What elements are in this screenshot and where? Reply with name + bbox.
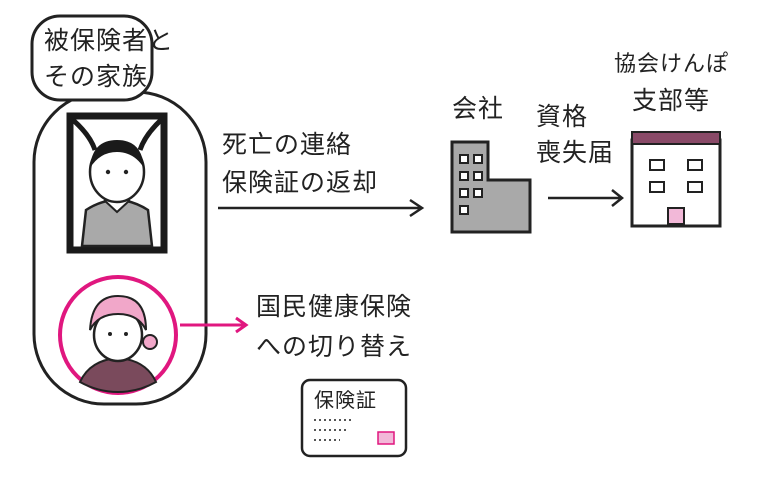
family-member-portrait <box>58 275 178 395</box>
association-label-line2: 支部等 <box>632 86 711 115</box>
company-building-icon <box>450 140 532 234</box>
subject-label-line2: その家族 <box>44 62 149 91</box>
flow-association-line2: 喪失届 <box>536 138 615 167</box>
label-bubble <box>30 14 154 102</box>
insurance-card-icon <box>300 378 408 458</box>
arrow-to-company <box>218 198 425 218</box>
association-label-line1: 協会けんぽ <box>614 52 730 77</box>
arrow-to-nhi <box>180 316 249 334</box>
subject-label-line1: 被保険者と <box>44 26 175 55</box>
card-label: 保険証 <box>314 388 377 412</box>
deceased-portrait <box>66 112 168 254</box>
flow-company-line2: 保険証の返却 <box>222 168 379 197</box>
company-label: 会社 <box>452 94 505 123</box>
nhi-label-line1: 国民健康保険 <box>256 292 413 321</box>
flow-company-line1: 死亡の連絡 <box>222 130 353 159</box>
arrow-to-association <box>548 189 625 207</box>
flow-association-line1: 資格 <box>536 102 589 131</box>
nhi-label-line2: への切り替え <box>256 332 413 361</box>
association-building-icon <box>630 131 722 228</box>
